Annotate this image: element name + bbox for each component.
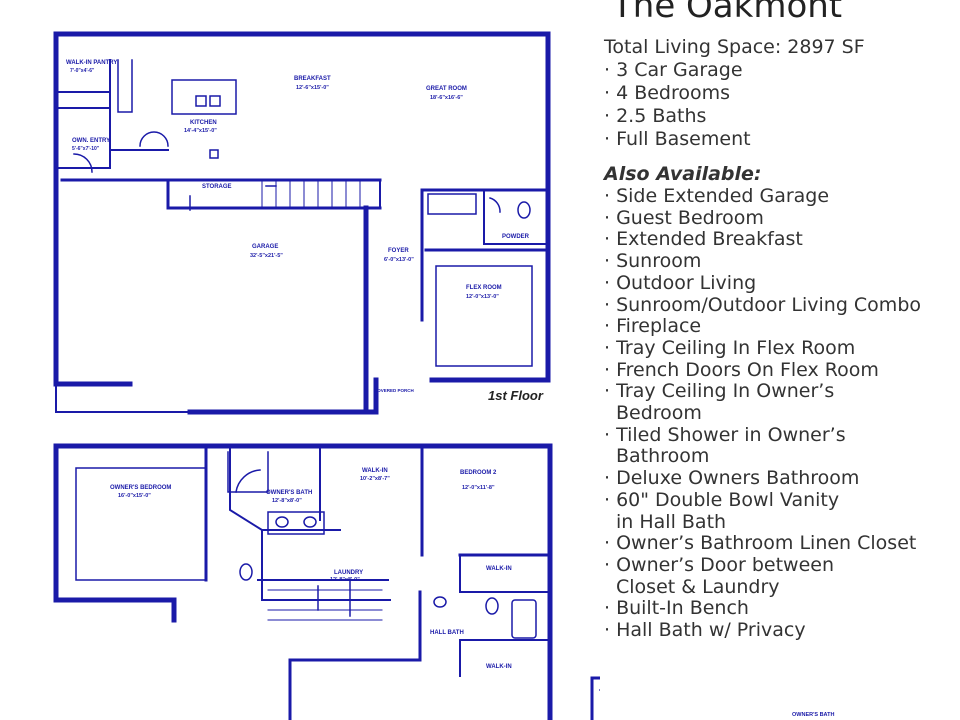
first-floor-label: 1st Floor [488,388,543,403]
label-own-entry: OWN. ENTRY [72,138,110,144]
label-owners-bath-inset: OWNER'S BATH [792,712,834,718]
first-floor-fixtures [73,59,531,219]
option-item-continued: Bathroom [616,445,710,468]
label-walkin-owner: WALK-IN [362,468,388,474]
option-item-continued: in Hall Bath [616,510,727,533]
option-item: · Side Extended Garage [604,185,830,207]
label-walkin-pantry: WALK-IN PANTRY [66,60,117,66]
spec-list: Total Living Space: 2897 SF · 3 Car Gara… [604,36,954,642]
also-available-heading: Also Available: [604,163,762,185]
option-item: · Tray Ceiling In Flex Room [604,336,856,359]
label-owners-bath: OWNER'S BATH [266,490,312,496]
label-hall-bath: HALL BATH [430,630,464,636]
spec-line: · 4 Bedrooms [604,82,731,104]
second-floor-labels: OWNER'S BEDROOM 16'-0"x15'-0" OWNER'S BA… [110,468,512,670]
dim-breakfast: 12'-6"x15'-0" [296,85,329,91]
option-item: · Outdoor Living [604,271,757,294]
label-walkin-b: WALK-IN [486,566,512,572]
label-flex-room: FLEX ROOM [466,285,502,291]
label-storage: STORAGE [202,184,232,190]
dim-own-entry: 5'-6"x7'-10" [72,146,100,152]
dim-walkin-pantry: 7'-0"x4'-6" [70,68,95,74]
first-floor-labels: WALK-IN PANTRY 7'-0"x4'-6" BREAKFAST 12'… [66,60,530,393]
label-kitchen: KITCHEN [190,120,217,126]
spec-line: · 3 Car Garage [604,59,743,81]
label-great-room: GREAT ROOM [426,86,467,92]
spec-line: · 2.5 Baths [604,105,707,127]
floor-plan-drawing: WALK-IN PANTRY 7'-0"x4'-6" BREAKFAST 12'… [53,31,600,720]
dim-foyer: 6'-0"x13'-0" [384,257,414,263]
option-item: · Built-In Bench [604,597,749,620]
option-item-continued: Closet & Laundry [616,575,780,598]
options-list: · Side Extended Garage· Guest Bedroom· E… [604,185,954,642]
dim-bedroom-2: 12'-0"x11'-8" [462,485,495,491]
label-garage: GARAGE [252,244,278,250]
option-item: · Owner’s Bathroom Linen Closet [604,532,917,555]
first-floor-walls [53,31,551,415]
label-powder: POWDER [502,234,530,240]
option-item-continued: Bedroom [616,402,702,425]
dim-kitchen: 14'-4"x15'-0" [184,128,217,134]
spec-line: Total Living Space: 2897 SF [604,36,865,58]
option-item: · Tiled Shower in Owner’s [604,423,846,446]
plan-title: The Oakmont [612,0,843,26]
dim-garage: 32'-5"x21'-5" [250,253,283,259]
option-item: · French Doors On Flex Room [604,358,879,381]
label-foyer: FOYER [388,248,409,254]
second-floor-fixtures [227,451,537,639]
option-item: · Tray Ceiling In Owner’s [604,380,835,403]
option-item: · Extended Breakfast [604,228,803,251]
option-inset-closet [590,676,600,720]
label-owners-bedroom: OWNER'S BEDROOM [110,485,171,491]
option-item: · Guest Bedroom [604,206,764,229]
option-item: · Owner’s Door between [604,553,834,576]
option-item: · Sunroom/Outdoor Living Combo [604,293,921,316]
label-walkin-c: WALK-IN [486,664,512,670]
spec-line: · Full Basement [604,128,751,150]
dim-laundry: 12'-8"x8'-0" [330,577,360,583]
label-laundry: LAUNDRY [334,570,363,576]
option-item: · Deluxe Owners Bathroom [604,467,860,490]
label-breakfast: BREAKFAST [294,76,331,82]
option-item: · 60" Double Bowl Vanity [604,488,840,511]
dim-flex-room: 12'-0"x13'-0" [466,294,499,300]
dim-owners-bath: 12'-8"x8'-0" [272,498,302,504]
second-floor-walls [53,443,553,720]
dim-great-room: 18'-6"x16'-6" [430,95,463,101]
dim-walkin-owner: 10'-2"x8'-7" [360,476,390,482]
option-item: · Sunroom [604,250,702,273]
dim-owners-bedroom: 16'-0"x15'-0" [118,493,151,499]
option-item: · Hall Bath w/ Privacy [604,619,806,642]
option-item: · Fireplace [604,315,702,338]
label-bedroom-2: BEDROOM 2 [460,470,497,476]
label-covered-porch: COVERED PORCH [374,388,414,393]
